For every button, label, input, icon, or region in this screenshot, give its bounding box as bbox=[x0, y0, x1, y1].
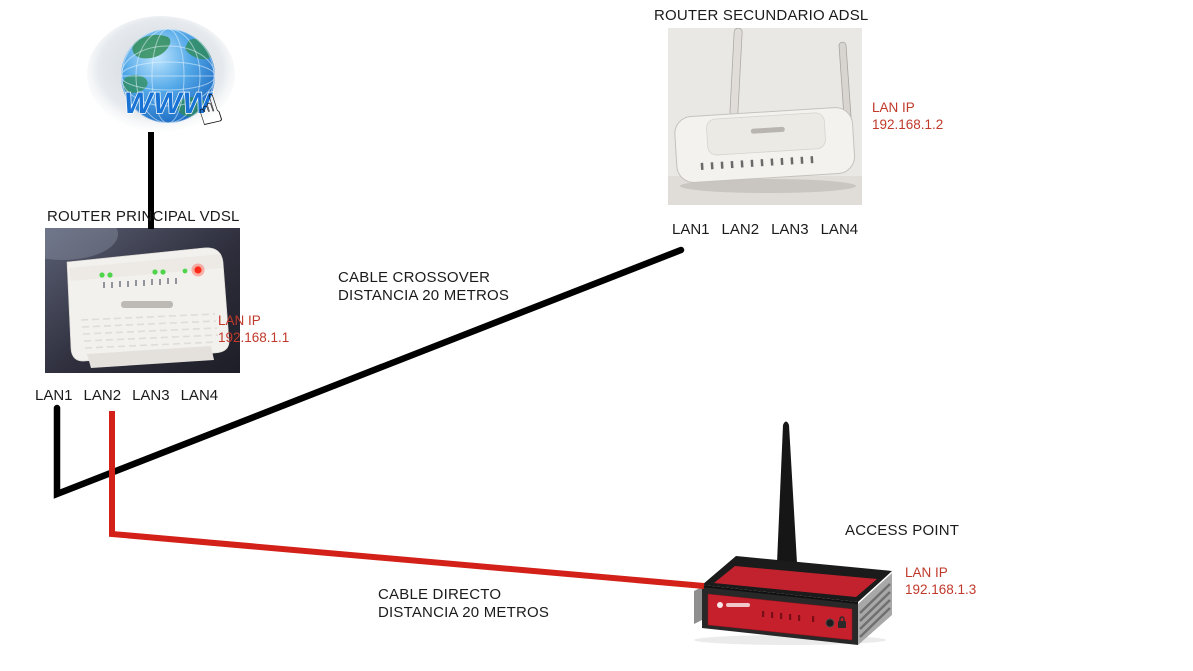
crossover-cable bbox=[53, 246, 685, 499]
access-point-title: ACCESS POINT bbox=[845, 522, 960, 539]
router-principal-ip: LAN IP 192.168.1.1 bbox=[218, 312, 289, 346]
ap-button bbox=[825, 618, 835, 628]
router-principal-ports: LAN1 LAN2 LAN3 LAN4 bbox=[35, 387, 218, 404]
cable-label-line2: DISTANCIA 20 METROS bbox=[378, 604, 550, 621]
lan-ip-label: LAN IP bbox=[905, 565, 948, 580]
router-brand-mark bbox=[750, 126, 785, 134]
direct-cable bbox=[109, 411, 705, 589]
port-label-lan4: LAN4 bbox=[180, 387, 219, 404]
lan-ip-value: 192.168.1.3 bbox=[905, 582, 977, 597]
crossover-cable-label: CABLE CROSSOVER DISTANCIA 20 METROS bbox=[338, 269, 509, 305]
router-port-icons bbox=[103, 278, 177, 288]
port-label-lan3: LAN3 bbox=[771, 221, 809, 238]
globe-grid bbox=[121, 29, 215, 123]
router-base bbox=[87, 346, 214, 368]
ap-antenna bbox=[777, 421, 797, 563]
router-secundario-photo bbox=[668, 28, 862, 205]
port-label-lan3: LAN3 bbox=[132, 387, 170, 404]
router-brand-mark bbox=[121, 301, 173, 308]
router-principal-title: ROUTER PRINCIPAL VDSL bbox=[47, 208, 240, 225]
port-label-lan4: LAN4 bbox=[820, 221, 859, 238]
direct-cable-label: CABLE DIRECTO DISTANCIA 20 METROS bbox=[378, 586, 549, 622]
port-label-lan2: LAN2 bbox=[83, 387, 122, 404]
ap-left-tab bbox=[694, 587, 702, 624]
router-secundario-title: ROUTER SECUNDARIO ADSL bbox=[654, 7, 869, 24]
ap-top-stripe bbox=[714, 566, 877, 597]
port-label-lan1: LAN1 bbox=[672, 221, 710, 238]
lan-ip-label: LAN IP bbox=[218, 313, 261, 328]
lan-ip-label: LAN IP bbox=[872, 100, 915, 115]
router-secundario-ip: LAN IP 192.168.1.2 bbox=[872, 99, 943, 133]
port-label-lan2: LAN2 bbox=[721, 221, 760, 238]
router-leds bbox=[99, 263, 205, 278]
router-principal-photo bbox=[45, 228, 240, 373]
ap-logo bbox=[717, 602, 723, 608]
router-secundario-ports: LAN1 LAN2 LAN3 LAN4 bbox=[672, 221, 858, 238]
router-led-icons bbox=[700, 156, 814, 170]
access-point-ip: LAN IP 192.168.1.3 bbox=[905, 564, 976, 598]
router-body bbox=[674, 107, 856, 183]
cable-label-line2: DISTANCIA 20 METROS bbox=[338, 287, 510, 304]
lan-ip-value: 192.168.1.2 bbox=[872, 117, 944, 132]
cable-label-line1: CABLE CROSSOVER bbox=[338, 269, 491, 286]
internet-globe-icon: WWW ☝ bbox=[87, 16, 235, 137]
access-point-photo bbox=[694, 421, 892, 645]
ap-lock-icon bbox=[838, 616, 846, 628]
lan-ip-value: 192.168.1.1 bbox=[218, 330, 290, 345]
ap-indicators bbox=[762, 611, 815, 622]
www-label: WWW bbox=[124, 87, 214, 120]
router-vents bbox=[80, 313, 219, 349]
cable-label-line1: CABLE DIRECTO bbox=[378, 586, 502, 603]
ap-side-ridges bbox=[859, 583, 891, 638]
port-label-lan1: LAN1 bbox=[35, 387, 73, 404]
